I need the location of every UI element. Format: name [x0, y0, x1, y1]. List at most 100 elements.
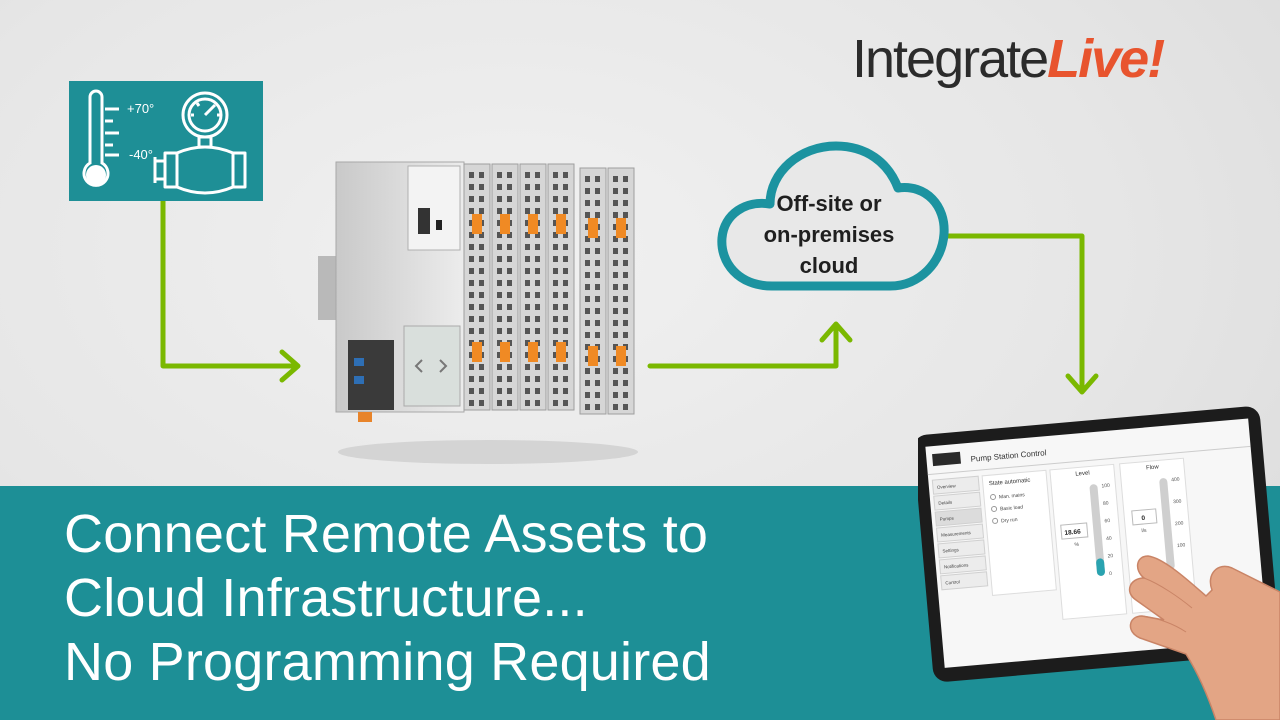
io-terminal [507, 196, 512, 202]
io-terminal [553, 268, 558, 274]
state-option-radio[interactable] [990, 493, 997, 500]
io-terminal [613, 404, 618, 410]
io-terminal [623, 200, 628, 206]
arrow-cloud-to-tablet [941, 233, 1085, 393]
hand-image [1128, 555, 1280, 720]
io-terminal [479, 364, 484, 370]
io-terminal [507, 256, 512, 262]
menu-item[interactable] [931, 475, 980, 495]
io-terminal [563, 316, 568, 322]
io-terminal [553, 316, 558, 322]
scale-tick-label: 400 [1171, 477, 1180, 484]
io-terminal [535, 328, 540, 334]
io-terminal [613, 308, 618, 314]
io-terminal [613, 236, 618, 242]
flow-value: 0 [1141, 515, 1146, 522]
menu-item[interactable] [935, 523, 985, 543]
arrow-sensor-to-plc [160, 197, 299, 369]
io-terminal [553, 232, 558, 238]
io-terminal [525, 388, 530, 394]
io-terminal [563, 280, 568, 286]
io-terminal [613, 332, 618, 338]
headline-line3: No Programming Required [64, 632, 711, 692]
io-terminal [595, 284, 600, 290]
io-module-tab [556, 214, 566, 234]
io-terminal [553, 340, 558, 346]
io-terminal [553, 328, 558, 334]
io-terminal [595, 308, 600, 314]
level-label: Level [1075, 470, 1090, 477]
io-terminal [479, 172, 484, 178]
io-terminal [525, 400, 530, 406]
flow-unit: l/s [1141, 528, 1147, 534]
io-terminal [595, 296, 600, 302]
io-terminal [585, 284, 590, 290]
state-header: State automatic [989, 478, 1031, 488]
io-terminal [479, 292, 484, 298]
io-terminal [623, 368, 628, 374]
io-terminal [563, 208, 568, 214]
io-module [519, 163, 547, 411]
io-terminal [469, 376, 474, 382]
io-terminal [535, 376, 540, 382]
io-terminal [595, 404, 600, 410]
io-terminal [525, 328, 530, 334]
io-terminal [623, 404, 628, 410]
headline-line1: Connect Remote Assets to [64, 504, 709, 564]
scale-tick-label: 80 [1103, 501, 1109, 507]
cloud-outline [717, 141, 949, 291]
io-terminal [623, 380, 628, 386]
io-module [579, 167, 607, 415]
menu-item[interactable] [933, 491, 982, 511]
io-terminal [623, 176, 628, 182]
menu-item[interactable] [937, 539, 986, 559]
io-module [547, 163, 575, 411]
io-terminal [535, 196, 540, 202]
io-terminal [469, 388, 474, 394]
io-terminal [585, 308, 590, 314]
io-terminal [623, 272, 628, 278]
io-terminal [525, 256, 530, 262]
scale-tick-label: 40 [1106, 536, 1112, 542]
io-terminal [507, 208, 512, 214]
io-terminal [507, 316, 512, 322]
io-terminal [535, 400, 540, 406]
menu-item[interactable] [940, 571, 989, 591]
state-option-radio[interactable] [991, 505, 998, 512]
menu-item-label: Details [938, 500, 953, 506]
menu-item[interactable] [934, 507, 983, 527]
pressure-gauge-icon [153, 91, 247, 195]
io-terminal [613, 200, 618, 206]
io-terminal [595, 212, 600, 218]
sensor-panel: +70° -40° [69, 81, 263, 201]
io-terminal [479, 208, 484, 214]
logo-part-live: Live! [1047, 29, 1165, 89]
menu-item-label: Notifications [944, 562, 970, 569]
io-terminal [613, 344, 618, 350]
low-temp-label: -40° [129, 147, 153, 162]
menu-item-label: Control [945, 579, 960, 585]
menu-item[interactable] [938, 555, 987, 575]
io-terminal [553, 400, 558, 406]
io-terminal [585, 248, 590, 254]
io-terminal [507, 244, 512, 250]
io-terminal [553, 280, 558, 286]
arrowhead-plc-to-cloud [819, 321, 853, 343]
io-terminal [525, 364, 530, 370]
io-module-tab [616, 346, 626, 366]
io-terminal [563, 172, 568, 178]
io-terminal [563, 244, 568, 250]
io-module-tab [588, 346, 598, 366]
io-terminal [507, 364, 512, 370]
io-terminal [525, 244, 530, 250]
menu-item-label: Settings [942, 547, 959, 553]
io-terminal [525, 172, 530, 178]
io-terminal [497, 220, 502, 226]
io-terminal [623, 296, 628, 302]
io-terminal [479, 280, 484, 286]
io-module [491, 163, 519, 411]
state-option-radio[interactable] [992, 517, 999, 524]
headline: Connect Remote Assets to Cloud Infrastru… [64, 502, 711, 694]
